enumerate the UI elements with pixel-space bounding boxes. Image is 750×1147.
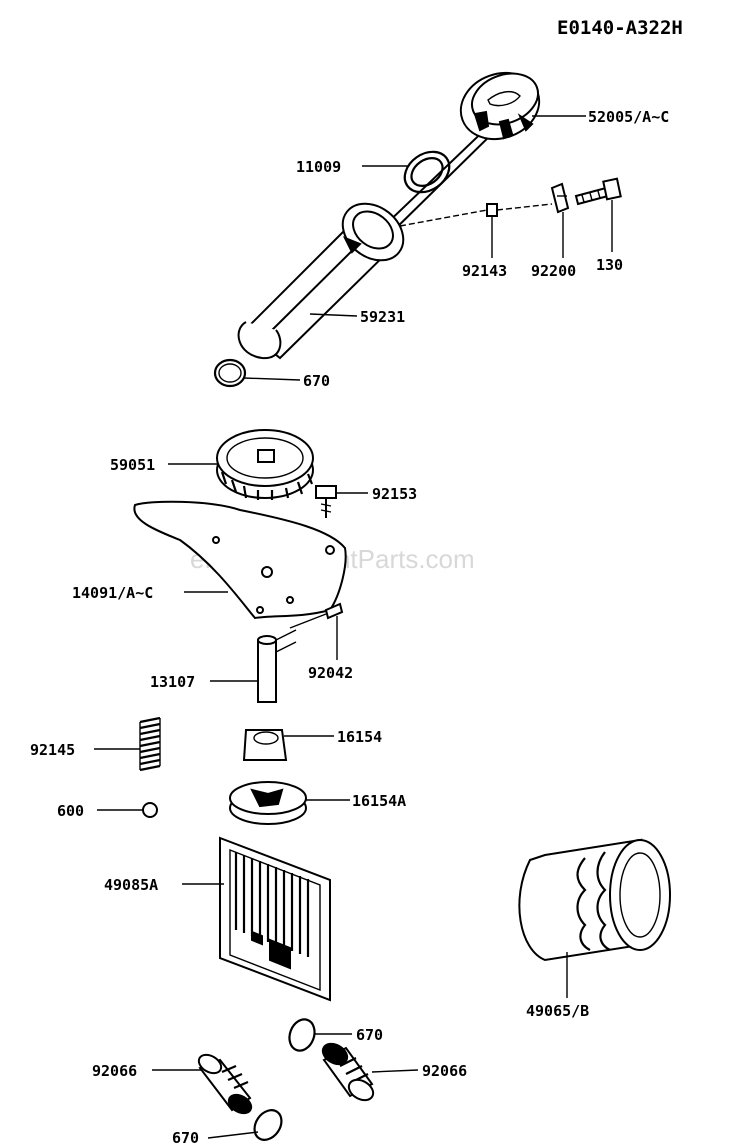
label-o-ring-bottom: 670 <box>172 1129 199 1147</box>
o-ring-top <box>403 150 451 194</box>
ball-part <box>142 802 158 818</box>
plate-part <box>133 500 347 620</box>
label-tube: 59231 <box>360 308 405 326</box>
label-gear: 59051 <box>110 456 155 474</box>
o-ring-fitting-part <box>288 1018 316 1052</box>
label-o-ring-tube: 670 <box>303 372 330 390</box>
label-shaft: 13107 <box>150 673 195 691</box>
fitting-right-part <box>321 1042 375 1102</box>
label-spacer: 92143 <box>462 262 507 280</box>
dipstick-cap <box>459 71 541 141</box>
o-ring-bottom-part <box>253 1109 283 1141</box>
label-inner-rotor: 16154 <box>337 728 382 746</box>
bolt-part <box>574 177 622 206</box>
label-bolt: 130 <box>596 256 623 274</box>
label-pin: 92042 <box>308 664 353 682</box>
label-outer-rotor: 16154A <box>352 792 406 810</box>
o-ring-tube-part <box>213 358 247 388</box>
label-bolt-gear: 92153 <box>372 485 417 503</box>
gear-part <box>216 429 314 500</box>
label-fitting-right: 92066 <box>422 1062 467 1080</box>
label-plate: 14091/A~C <box>72 584 153 602</box>
label-cap: 52005/A~C <box>588 108 669 126</box>
screen-part <box>219 836 331 1002</box>
outer-rotor-part <box>229 781 307 825</box>
label-clamp: 92200 <box>531 262 576 280</box>
inner-rotor-part <box>242 729 288 761</box>
diagram-code: E0140-A322H <box>557 17 683 39</box>
clamp-part <box>550 182 570 214</box>
label-ball: 600 <box>57 802 84 820</box>
label-o-ring-fitting: 670 <box>356 1026 383 1044</box>
fitting-left-part <box>197 1053 253 1115</box>
tube-collar <box>341 202 405 262</box>
leader-lines <box>94 115 613 1139</box>
label-oil-filter: 49065/B <box>526 1002 589 1020</box>
label-spring: 92145 <box>30 741 75 759</box>
spring-part <box>139 716 161 772</box>
shaft-part <box>257 629 297 703</box>
label-o-ring-top: 11009 <box>296 158 341 176</box>
bolt-gear-part <box>315 485 337 518</box>
label-screen: 49085A <box>104 876 158 894</box>
oil-filter-part <box>518 838 671 962</box>
spacer-part <box>486 203 498 217</box>
label-fitting-left: 92066 <box>92 1062 137 1080</box>
pin-part <box>289 602 344 629</box>
